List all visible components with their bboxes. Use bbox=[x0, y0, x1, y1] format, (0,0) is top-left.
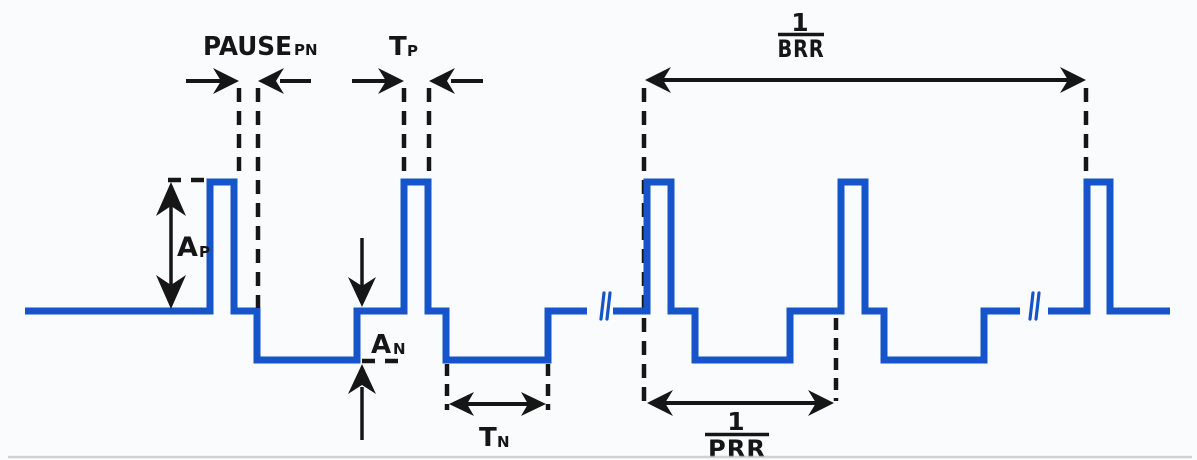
prr-fraction-label: 1 PRR bbox=[705, 407, 769, 460]
arrowhead-left-icon bbox=[645, 67, 671, 93]
arrowhead-left-icon bbox=[647, 390, 673, 416]
arrowhead-right-icon bbox=[808, 390, 834, 416]
tp-label: T bbox=[389, 32, 407, 62]
arrowhead-left-icon bbox=[258, 68, 284, 94]
arrowhead-down-icon bbox=[156, 275, 186, 309]
pause-label: PAUSE bbox=[203, 32, 292, 62]
dashed-guides bbox=[168, 88, 1089, 410]
waveform-trace-segment-2 bbox=[613, 178, 1020, 364]
an-amplitude-arrows bbox=[348, 238, 376, 440]
brr-fraction-denominator: BRR bbox=[778, 35, 825, 63]
brr-fraction-label: 1 BRR bbox=[778, 8, 825, 63]
tn-label: T bbox=[479, 423, 497, 453]
tn-span-arrow bbox=[449, 392, 546, 416]
waveform-trace-segment-3 bbox=[1048, 178, 1170, 315]
pause-label-subscript: PN bbox=[294, 41, 318, 59]
tp-measure-arrows bbox=[352, 68, 483, 94]
tp-label-subscript: P bbox=[407, 42, 418, 60]
an-label-subscript: N bbox=[393, 340, 406, 358]
arrowhead-right-icon bbox=[213, 68, 239, 94]
axis-break-icon bbox=[599, 291, 612, 321]
tn-label-subscript: N bbox=[497, 433, 510, 451]
arrowhead-right-icon bbox=[1060, 67, 1086, 93]
waveform-trace-segment-1 bbox=[25, 178, 587, 364]
axis-break-icon bbox=[1028, 291, 1041, 321]
waveform bbox=[25, 178, 1170, 364]
brr-fraction-numerator: 1 bbox=[791, 8, 808, 37]
arrowhead-left-icon bbox=[429, 68, 455, 94]
ap-amplitude-arrow bbox=[156, 182, 186, 309]
prr-span-arrow bbox=[647, 390, 834, 416]
ap-label: A bbox=[177, 232, 198, 263]
pause-measure-arrows bbox=[186, 68, 311, 94]
brr-span-arrow bbox=[645, 67, 1086, 93]
arrowhead-left-icon bbox=[449, 392, 474, 416]
arrowhead-up-icon bbox=[156, 182, 186, 216]
ap-label-subscript: P bbox=[199, 243, 210, 261]
arrowhead-right-icon bbox=[378, 68, 404, 94]
prr-fraction-numerator: 1 bbox=[727, 407, 744, 436]
arrowhead-up-icon bbox=[348, 364, 376, 394]
arrowhead-right-icon bbox=[521, 392, 546, 416]
arrowhead-down-icon bbox=[348, 277, 376, 307]
an-label: A bbox=[371, 330, 391, 360]
